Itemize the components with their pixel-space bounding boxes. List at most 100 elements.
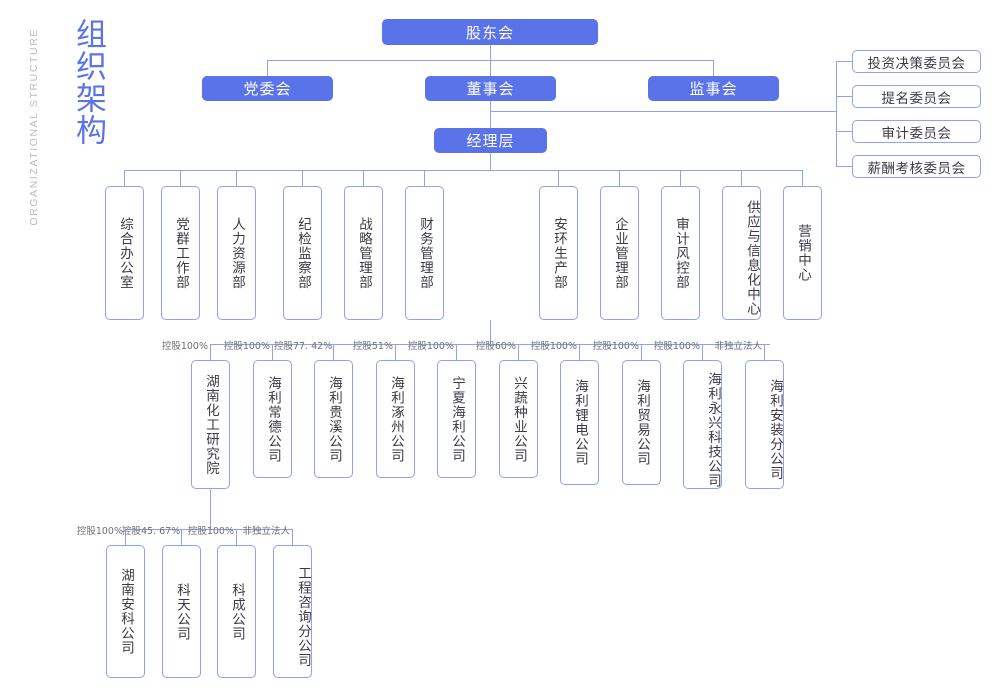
node-label: 安环生产部 xyxy=(551,216,567,290)
connector-sub-2 xyxy=(272,344,273,360)
connector-committee-4 xyxy=(836,166,852,167)
ratio-label-subsub-1: 控股100% xyxy=(76,526,123,537)
node-party-committee[interactable]: 党委会 xyxy=(202,76,333,101)
node-dept-marketing-center[interactable]: 营销中心 xyxy=(783,186,822,320)
node-remuneration-committee[interactable]: 薪酬考核委员会 xyxy=(852,155,981,178)
ratio-label-subsub-3: 控股100% xyxy=(187,526,234,537)
connector-sub-8 xyxy=(641,344,642,360)
node-sub-haili-lithium-battery[interactable]: 海利锂电公司 xyxy=(560,360,599,485)
node-dept-party-mass-work[interactable]: 党群工作部 xyxy=(161,186,200,320)
page-title-cn: 组织架构 xyxy=(70,18,106,146)
node-dept-strategy-management[interactable]: 战略管理部 xyxy=(344,186,383,320)
connector-committee-2 xyxy=(836,96,852,97)
node-label: 海利贸易公司 xyxy=(634,379,650,466)
connector-subsub-3 xyxy=(236,529,237,545)
node-sub-haili-zhuozhou[interactable]: 海利涿州公司 xyxy=(376,360,415,478)
node-sub-haili-installation-branch[interactable]: 海利安装分公司 xyxy=(745,360,784,489)
node-sub-haili-changde[interactable]: 海利常德公司 xyxy=(253,360,292,478)
ratio-label-sub-8: 控股100% xyxy=(592,341,639,352)
node-subsub-hunan-anke[interactable]: 湖南安科公司 xyxy=(106,545,145,678)
connector-committee-1 xyxy=(836,61,852,62)
node-label: 海利涿州公司 xyxy=(388,375,404,463)
connector-party-down xyxy=(267,60,268,76)
node-sub-ningxia-haili[interactable]: 宁夏海利公司 xyxy=(437,360,476,478)
node-board-of-supervisors[interactable]: 监事会 xyxy=(648,76,779,101)
connector-institute-down xyxy=(210,489,211,529)
ratio-label-subsub-2: 控股45. 67% xyxy=(122,526,181,537)
connector-board-down xyxy=(490,60,491,76)
connector-dept-9 xyxy=(680,170,681,186)
node-dept-safety-environment-production[interactable]: 安环生产部 xyxy=(539,186,578,320)
node-label: 海利安装分公司 xyxy=(767,378,783,481)
connector-dept-10 xyxy=(741,170,742,186)
node-sub-haili-guixi[interactable]: 海利贵溪公司 xyxy=(314,360,353,478)
node-label: 董事会 xyxy=(466,80,515,98)
connector-sub-1 xyxy=(210,344,211,360)
node-label: 供应与信息化中心 xyxy=(744,200,760,316)
connector-subsub-1 xyxy=(125,529,126,545)
connector-dept-3 xyxy=(236,170,237,186)
node-dept-supply-informatization-center[interactable]: 供应与信息化中心 xyxy=(722,186,761,320)
node-dept-audit-risk-control[interactable]: 审计风控部 xyxy=(661,186,700,320)
node-label: 海利贵溪公司 xyxy=(326,375,342,463)
connector-dept-8 xyxy=(619,170,620,186)
connector-supervisor-down xyxy=(713,60,714,76)
node-label: 湖南化工研究院 xyxy=(203,373,219,476)
page-title-en: ORGANIZATIONAL STRUCTURE xyxy=(28,28,40,226)
connector-dept-6 xyxy=(424,170,425,186)
node-nomination-committee[interactable]: 提名委员会 xyxy=(852,85,981,108)
node-label: 工程咨询分公司 xyxy=(295,565,311,668)
ratio-label-sub-6: 控股60% xyxy=(475,341,516,352)
ratio-label-sub-10: 非独立法人 xyxy=(714,341,762,352)
node-label: 科成公司 xyxy=(229,582,245,641)
ratio-label-sub-7: 控股100% xyxy=(530,341,577,352)
connector-departments-bar xyxy=(124,170,803,171)
node-subsub-engineering-consulting-branch[interactable]: 工程咨询分公司 xyxy=(273,545,312,678)
connector-sub-10 xyxy=(764,344,765,360)
node-investment-decision-committee[interactable]: 投资决策委员会 xyxy=(852,50,981,73)
node-sub-xingshu-seed[interactable]: 兴蔬种业公司 xyxy=(499,360,538,478)
ratio-label-sub-2: 控股100% xyxy=(223,341,270,352)
ratio-label-subsub-4: 非独立法人 xyxy=(242,526,290,537)
node-dept-financial-management[interactable]: 财务管理部 xyxy=(405,186,444,320)
node-subsub-kecheng[interactable]: 科成公司 xyxy=(217,545,256,678)
connector-dept-1 xyxy=(124,170,125,186)
node-dept-general-office[interactable]: 综合办公室 xyxy=(105,186,144,320)
node-label: 科天公司 xyxy=(174,582,190,641)
node-label: 综合办公室 xyxy=(117,216,133,290)
node-sub-haili-trading[interactable]: 海利贸易公司 xyxy=(622,360,661,485)
connector-committee-3 xyxy=(836,131,852,132)
connector-committee-trunk-h xyxy=(490,111,836,112)
connector-sub-3 xyxy=(333,344,334,360)
connector-sub-5 xyxy=(456,344,457,360)
node-label: 营销中心 xyxy=(795,224,811,282)
connector-sub-9 xyxy=(702,344,703,360)
ratio-label-sub-9: 控股100% xyxy=(653,341,700,352)
node-dept-human-resources[interactable]: 人力资源部 xyxy=(217,186,256,320)
node-management-layer[interactable]: 经理层 xyxy=(434,128,547,153)
connector-dept-11 xyxy=(802,170,803,186)
node-label: 党群工作部 xyxy=(173,216,189,290)
node-shareholders[interactable]: 股东会 xyxy=(382,19,598,45)
node-dept-enterprise-management[interactable]: 企业管理部 xyxy=(600,186,639,320)
connector-sub-7 xyxy=(579,344,580,360)
node-label: 湖南安科公司 xyxy=(118,568,134,655)
node-sub-hunan-chemical-research-institute[interactable]: 湖南化工研究院 xyxy=(191,360,230,489)
node-label: 党委会 xyxy=(243,80,292,98)
node-subsub-ketian[interactable]: 科天公司 xyxy=(162,545,201,678)
node-dept-discipline-inspection[interactable]: 纪检监察部 xyxy=(283,186,322,320)
connector-subsidiary-bar xyxy=(210,344,770,345)
node-label: 薪酬考核委员会 xyxy=(867,160,966,177)
connector-dept-7 xyxy=(558,170,559,186)
node-label: 投资决策委员会 xyxy=(867,55,966,72)
node-audit-committee[interactable]: 审计委员会 xyxy=(852,120,981,143)
node-board-of-directors[interactable]: 董事会 xyxy=(425,76,556,101)
connector-subsub-2 xyxy=(181,529,182,545)
node-label: 海利永兴科技公司 xyxy=(705,371,721,488)
node-sub-haili-yongxing-technology[interactable]: 海利永兴科技公司 xyxy=(683,360,722,489)
connector-dept-4 xyxy=(302,170,303,186)
node-label: 海利锂电公司 xyxy=(572,379,588,466)
node-label: 审计委员会 xyxy=(881,125,952,142)
connector-subsub-4 xyxy=(292,529,293,545)
